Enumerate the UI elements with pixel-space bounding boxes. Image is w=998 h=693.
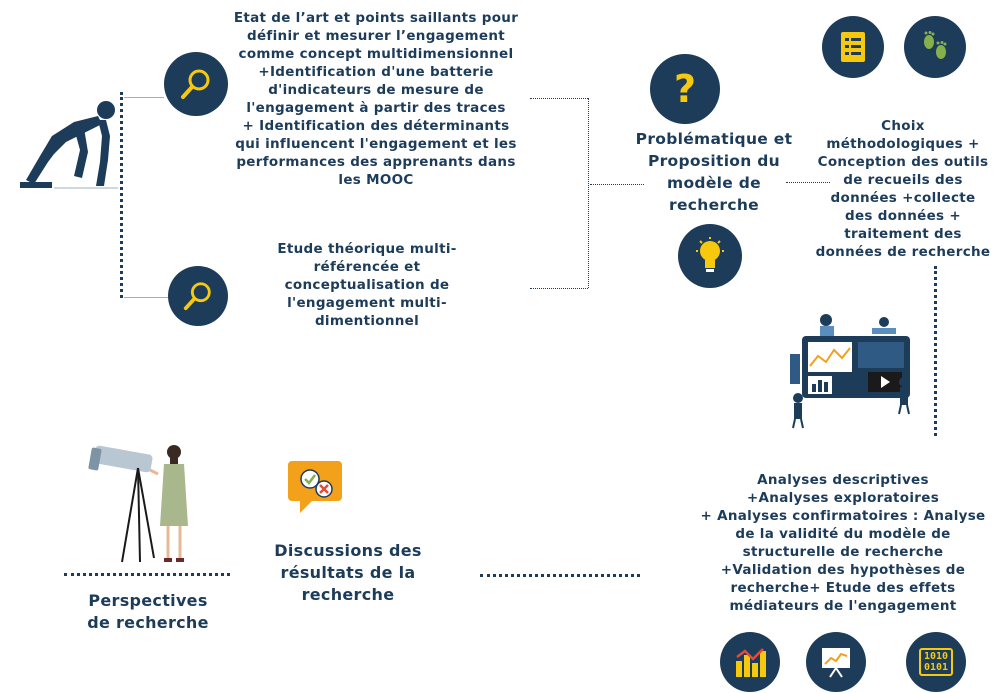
connector-line xyxy=(124,97,164,98)
connector-line xyxy=(124,297,168,298)
data-analytics-illustration xyxy=(786,310,916,430)
theoretical-study-step: Etude théorique multi- référencée et con… xyxy=(277,241,457,329)
discussion-step: Discussions des résultats de la recherch… xyxy=(274,541,422,604)
bar-chart-icon xyxy=(720,632,780,692)
runner-start-illustration xyxy=(14,96,124,192)
timeline-connector xyxy=(120,92,123,298)
check-cross-chat-icon xyxy=(286,457,344,517)
question-mark-icon: ? xyxy=(650,54,720,124)
analyses-step: Analyses descriptives +Analyses explorat… xyxy=(700,472,986,614)
presentation-board-icon xyxy=(806,632,866,692)
connector-line xyxy=(590,184,644,185)
lightbulb-icon xyxy=(678,224,742,288)
checklist-icon xyxy=(822,16,884,78)
timeline-connector xyxy=(480,574,640,577)
magnifier-icon xyxy=(168,266,228,326)
methodology-step: Choix méthodologiques + Conception des o… xyxy=(815,118,991,260)
connector-line xyxy=(530,98,588,99)
telescope-observer-illustration xyxy=(88,440,198,566)
problematic-step: Problématique et Proposition du modèle d… xyxy=(635,130,793,214)
state-of-art-step: Etat de l’art et points saillants pour d… xyxy=(233,10,519,188)
timeline-connector xyxy=(64,573,230,576)
connector-line xyxy=(786,182,830,183)
binary-label: 1010 0101 xyxy=(918,648,954,676)
footprints-icon xyxy=(904,16,966,78)
binary-code-icon: 1010 0101 xyxy=(906,632,966,692)
connector-line xyxy=(588,98,589,288)
magnifier-icon xyxy=(164,52,228,116)
perspectives-step: Perspectives de recherche xyxy=(87,591,209,632)
question-glyph: ? xyxy=(673,67,697,111)
connector-line xyxy=(530,288,588,289)
timeline-connector xyxy=(934,266,937,436)
